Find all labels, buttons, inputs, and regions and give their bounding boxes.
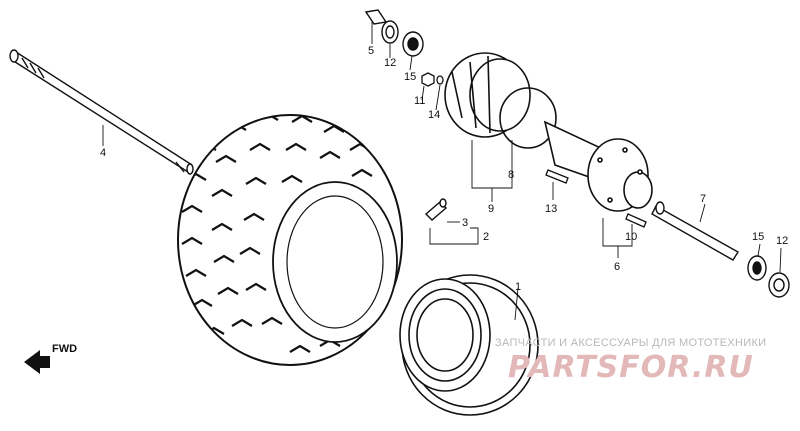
bearing-set-lower (747, 255, 790, 298)
watermark-caption: ЗАПЧАСТИ И АКСЕССУАРЫ ДЛЯ МОТОТЕХНИКИ (495, 337, 767, 349)
spacer-7 (651, 201, 739, 261)
callout-5: 5 (368, 45, 374, 57)
callout-15-lower: 15 (752, 231, 764, 243)
fwd-label: FWD (52, 343, 77, 355)
callout-10: 10 (625, 231, 637, 243)
fwd-arrow-icon (24, 350, 50, 374)
callout-8: 8 (508, 169, 514, 181)
collar-5 (364, 9, 388, 25)
callout-12-lower: 12 (776, 235, 788, 247)
tire-bead-opening (272, 181, 398, 343)
callout-4: 4 (100, 147, 106, 159)
hub-housing (444, 52, 614, 187)
tire (177, 114, 403, 366)
callout-15: 15 (404, 71, 416, 83)
callout-9: 9 (488, 203, 494, 215)
callout-1: 1 (515, 281, 521, 293)
nut-washer (421, 72, 444, 87)
callout-11: 11 (414, 95, 425, 107)
valve-stem (424, 198, 448, 221)
leader-lines (102, 22, 782, 321)
hub-flange (587, 138, 653, 212)
fwd-indicator: FWD (24, 343, 77, 374)
callout-labels: 1 2 3 4 5 6 7 8 9 10 11 12 13 14 15 12 1… (100, 45, 788, 293)
callout-7: 7 (700, 193, 706, 205)
watermark-logo: PARTSFOR.RU (508, 350, 754, 385)
callout-6: 6 (614, 261, 620, 273)
callout-2: 2 (483, 231, 489, 243)
axle-shaft (9, 49, 194, 175)
callout-13: 13 (545, 203, 557, 215)
callout-12: 12 (384, 57, 396, 69)
rim (399, 274, 539, 416)
o-ring-8 (499, 87, 557, 149)
callout-14: 14 (428, 109, 440, 121)
bearing-set-upper (364, 9, 424, 57)
callout-3: 3 (462, 217, 468, 229)
hub-bolts (545, 169, 647, 228)
